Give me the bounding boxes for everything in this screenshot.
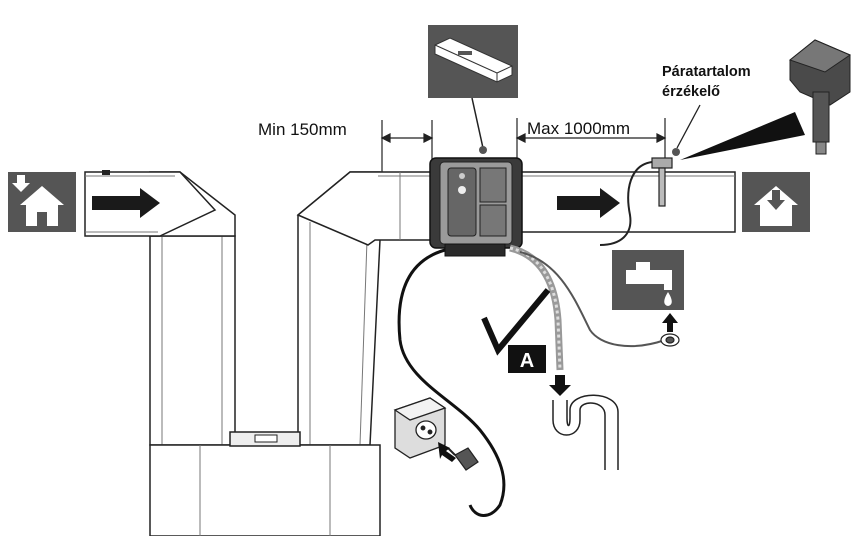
water-hose	[519, 251, 666, 347]
min-distance-label: Min 150mm	[258, 120, 347, 139]
power-plug-icon	[447, 447, 479, 471]
outlet-house-icon	[742, 172, 810, 232]
max-distance-label: Max 1000mm	[527, 119, 630, 138]
plug-arrow	[438, 442, 456, 462]
badge-a	[508, 345, 546, 373]
hose-connector	[660, 333, 680, 347]
max-dimension	[515, 118, 667, 165]
spirit-level-icon	[428, 25, 518, 98]
sensor-label-line1: Páratartalom	[662, 64, 751, 80]
flow-arrow-right	[557, 188, 620, 218]
min-dimension	[380, 120, 434, 172]
tap-up-arrow	[662, 313, 678, 332]
sensor-leader-line	[676, 104, 701, 149]
inlet-house-icon	[8, 172, 76, 232]
checkmark-icon	[481, 288, 551, 356]
central-unit	[429, 157, 523, 257]
power-socket-icon	[393, 397, 447, 459]
power-cable	[397, 248, 506, 517]
humidity-sensor-icon	[788, 39, 852, 155]
sensor-label-line2: érzékelő	[662, 84, 720, 100]
flow-arrow-left	[92, 188, 160, 218]
center-horizontal-duct	[296, 171, 436, 246]
sensor-zoom-wedge	[680, 112, 805, 160]
level-marker-dot	[479, 146, 487, 154]
drain-trap	[552, 400, 606, 470]
ventilation-unit-base	[149, 431, 381, 536]
level-leader-line	[471, 97, 484, 149]
water-tap-icon	[612, 250, 684, 310]
sensor-cable	[599, 161, 653, 246]
drain-down-arrow	[549, 375, 571, 396]
badge-label: A	[520, 350, 534, 372]
duct-tag	[102, 170, 110, 175]
